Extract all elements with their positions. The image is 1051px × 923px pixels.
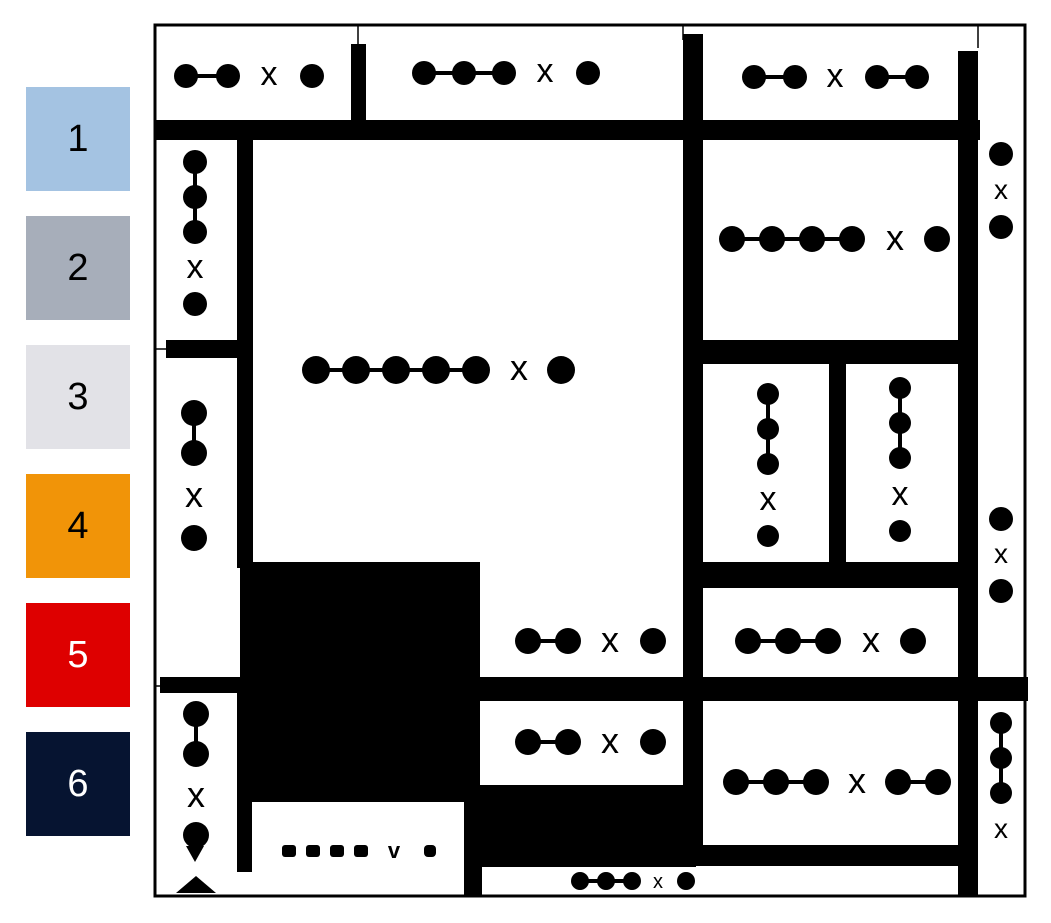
room-clue-r12[interactable]: x xyxy=(515,619,666,660)
color-swatch-label: 2 xyxy=(67,246,89,289)
room-clue-r15[interactable]: x xyxy=(183,701,209,848)
room-clue-r17[interactable]: x xyxy=(990,712,1012,844)
svg-text:x: x xyxy=(185,474,203,515)
svg-text:x: x xyxy=(886,217,904,258)
room-clue-r5[interactable]: x xyxy=(989,142,1013,239)
svg-text:x: x xyxy=(760,480,777,518)
room-clue-r13[interactable]: x xyxy=(735,619,926,660)
color-swatch-label: 6 xyxy=(67,762,89,805)
color-swatch-5[interactable]: 5 xyxy=(26,603,130,707)
svg-text:v: v xyxy=(388,838,401,863)
room-clue-r9[interactable]: x xyxy=(757,383,779,547)
room-clue-r18[interactable]: v xyxy=(282,838,436,863)
room-clues: x x x x x xyxy=(174,52,1013,893)
svg-text:x: x xyxy=(537,52,554,90)
svg-text:x: x xyxy=(892,475,909,513)
color-swatch-4[interactable]: 4 xyxy=(26,474,130,578)
clipped-marker xyxy=(176,846,216,893)
svg-text:x: x xyxy=(653,871,663,893)
color-swatch-label: 4 xyxy=(67,504,89,547)
room-clue-r10[interactable]: x xyxy=(889,377,911,542)
color-swatch-2[interactable]: 2 xyxy=(26,216,130,320)
svg-text:x: x xyxy=(510,347,528,388)
color-swatch-label: 5 xyxy=(67,633,89,676)
room-clue-r7[interactable]: x xyxy=(719,217,950,258)
room-clue-r3[interactable]: x xyxy=(742,57,929,95)
black-fill-regions xyxy=(240,562,696,867)
svg-text:x: x xyxy=(862,619,880,660)
svg-text:x: x xyxy=(601,720,619,761)
room-clue-r16[interactable]: x xyxy=(723,760,951,801)
board-frame xyxy=(153,23,1027,898)
room-clue-r1[interactable]: x xyxy=(174,55,324,93)
svg-text:x: x xyxy=(187,774,205,815)
color-swatch-label: 3 xyxy=(67,375,89,418)
svg-text:x: x xyxy=(601,619,619,660)
color-swatch-6[interactable]: 6 xyxy=(26,732,130,836)
room-clue-r19[interactable]: x xyxy=(571,871,695,893)
room-clue-r11[interactable]: x xyxy=(989,507,1013,603)
room-clue-r6[interactable]: x xyxy=(302,347,575,388)
svg-text:x: x xyxy=(827,57,844,95)
color-swatch-3[interactable]: 3 xyxy=(26,345,130,449)
svg-text:x: x xyxy=(994,813,1008,844)
svg-text:x: x xyxy=(994,174,1008,205)
svg-text:x: x xyxy=(848,760,866,801)
svg-text:x: x xyxy=(187,248,204,286)
svg-text:x: x xyxy=(994,538,1008,569)
room-walls xyxy=(154,34,1028,896)
room-clue-r14[interactable]: x xyxy=(515,720,666,761)
room-clue-r4[interactable]: x xyxy=(183,150,207,316)
color-swatch-1[interactable]: 1 xyxy=(26,87,130,191)
svg-text:x: x xyxy=(261,55,278,93)
color-swatch-label: 1 xyxy=(67,117,89,160)
room-clue-r8[interactable]: x xyxy=(181,400,207,551)
room-clue-r2[interactable]: x xyxy=(412,52,600,90)
